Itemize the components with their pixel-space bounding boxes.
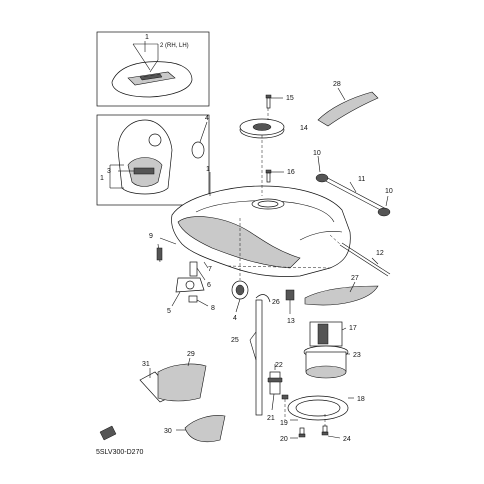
- fuel-pump: [303, 321, 350, 379]
- cover-27: [304, 281, 379, 306]
- callout-5: 5: [167, 308, 171, 315]
- inset-box-tank-cover: [96, 31, 210, 107]
- callout-31: 31: [142, 361, 150, 368]
- callout-21: 21: [267, 415, 275, 422]
- callout-26: 26: [272, 299, 280, 306]
- callout-9: 9: [149, 233, 153, 240]
- screws-lower: [281, 394, 341, 439]
- callout-24: 24: [343, 436, 351, 443]
- callout-29: 29: [187, 351, 195, 358]
- inset-box-tank-emblem: [96, 114, 210, 206]
- callout-23: 23: [353, 352, 361, 359]
- callout-6: 6: [207, 282, 211, 289]
- bolt-16: [265, 169, 284, 183]
- seal-ring-top: [191, 121, 208, 159]
- diagram-code: 5SLV300-D270: [96, 449, 143, 456]
- fuel-tank: [171, 185, 351, 277]
- callout-20: 20: [280, 436, 288, 443]
- callout-17: 17: [349, 325, 357, 332]
- callout-19: 19: [280, 420, 288, 427]
- bolt-15: [265, 94, 283, 120]
- callout-16: 16: [287, 169, 295, 176]
- callout-1-top: 1: [145, 34, 149, 41]
- callout-28: 28: [333, 81, 341, 88]
- callout-10-left: 10: [313, 150, 321, 157]
- callout-15: 15: [286, 95, 294, 102]
- callout-4-top: 4: [205, 115, 209, 122]
- filler-cap: [239, 118, 285, 196]
- callout-12: 12: [376, 250, 384, 257]
- cover-30: [176, 415, 226, 443]
- side-cover-28: [317, 87, 379, 127]
- callout-18: 18: [357, 396, 365, 403]
- callout-10-right: 10: [385, 188, 393, 195]
- bracket-22: [267, 364, 283, 411]
- sticker-icon: [99, 425, 117, 441]
- front-mount-parts: [156, 243, 209, 307]
- pump-gasket-ring: [287, 395, 354, 421]
- callout-13: 13: [287, 318, 295, 325]
- mounting-rod-assembly: [315, 155, 391, 217]
- callout-30: 30: [164, 428, 172, 435]
- gasket-bottom: [231, 280, 249, 313]
- callout-25: 25: [231, 337, 239, 344]
- callout-4-bottom: 4: [233, 315, 237, 322]
- callout-2: 2 (RH, LH): [160, 43, 189, 49]
- bolt-12: [329, 234, 391, 277]
- callout-1-tank: 1: [206, 166, 210, 173]
- side-panel-29-31: [139, 357, 207, 403]
- callout-11: 11: [358, 176, 365, 183]
- callout-14: 14: [300, 125, 308, 132]
- callout-8: 8: [211, 305, 215, 312]
- fuel-hose-assembly: [249, 289, 295, 416]
- callout-7: 7: [208, 266, 212, 273]
- callout-3: 3: [107, 168, 111, 175]
- callout-1-left: 1: [100, 175, 104, 182]
- callout-27: 27: [351, 275, 359, 282]
- callout-22: 22: [275, 362, 283, 369]
